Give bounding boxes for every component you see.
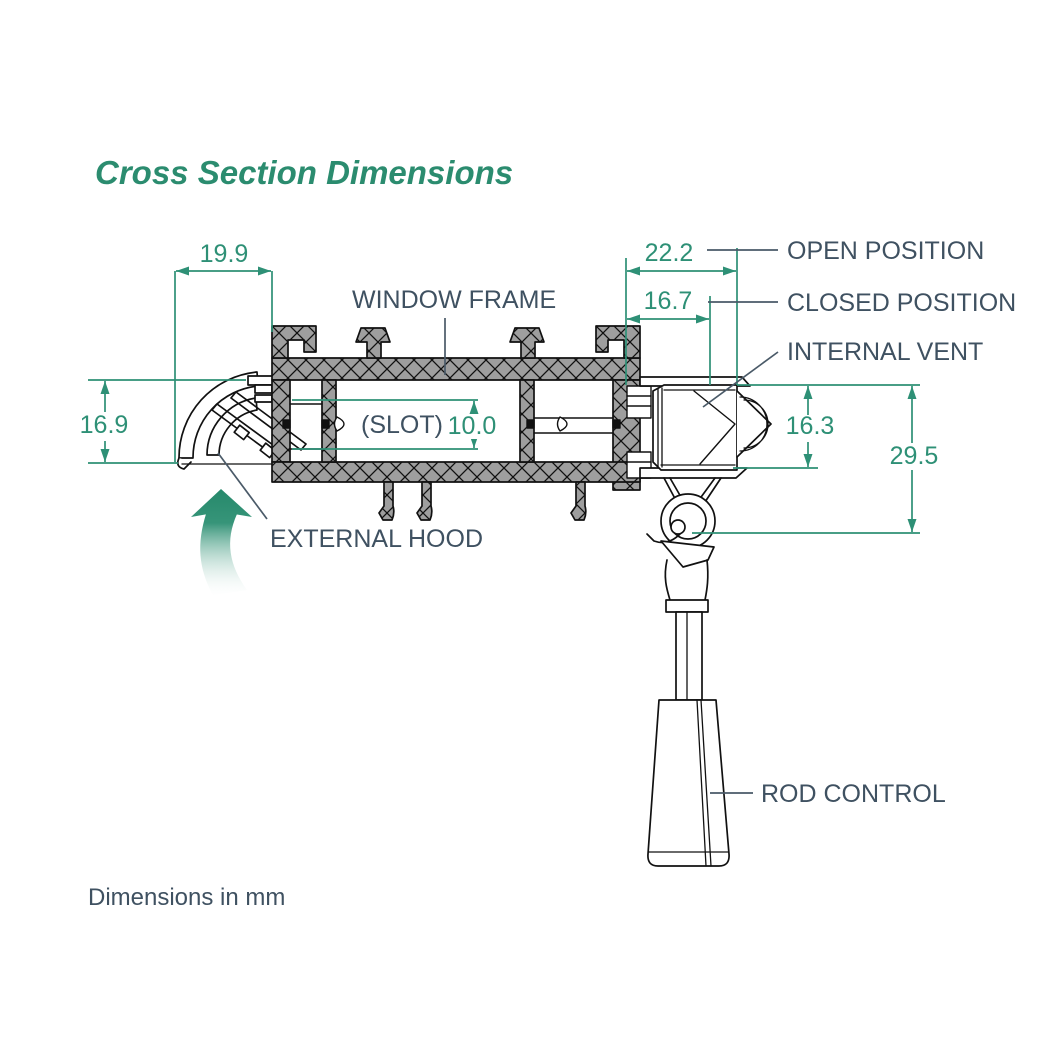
dim-closed-position: 16.7 <box>644 287 693 315</box>
external-hood-shape <box>176 371 307 470</box>
label-window-frame: WINDOW FRAME <box>352 286 556 314</box>
page-title: Cross Section Dimensions <box>95 154 513 191</box>
label-rod-control: ROD CONTROL <box>761 780 946 808</box>
dim-hood-width: 19.9 <box>200 240 249 268</box>
dim-slot-height: 10.0 <box>448 412 497 440</box>
hood-clip <box>254 394 273 403</box>
label-internal-vent: INTERNAL VENT <box>787 338 983 366</box>
dimension-values: 19.9 22.2 16.7 16.9 10.0 16.3 29.5 <box>80 239 939 470</box>
label-closed-position: CLOSED POSITION <box>787 289 1016 317</box>
rod-control-shape <box>647 559 730 867</box>
label-slot: (SLOT) <box>361 411 443 439</box>
hood-clip <box>254 384 273 394</box>
dim-open-position: 22.2 <box>645 239 694 267</box>
section-drawing <box>176 325 772 867</box>
dimension-text-pads <box>79 412 939 469</box>
airflow-arrow-icon <box>191 489 252 595</box>
dim-vent-total-height: 29.5 <box>890 442 939 470</box>
vent-connector <box>626 385 652 479</box>
label-open-position: OPEN POSITION <box>787 237 984 265</box>
vent-hinge <box>646 477 722 568</box>
labels: WINDOW FRAME OPEN POSITION CLOSED POSITI… <box>270 237 1016 808</box>
footnote: Dimensions in mm <box>88 884 285 911</box>
dim-hood-height: 16.9 <box>80 411 129 439</box>
dim-vent-height: 16.3 <box>786 412 835 440</box>
label-external-hood: EXTERNAL HOOD <box>270 525 483 553</box>
internal-vent-shape <box>639 376 772 479</box>
leader-lines <box>217 249 779 794</box>
